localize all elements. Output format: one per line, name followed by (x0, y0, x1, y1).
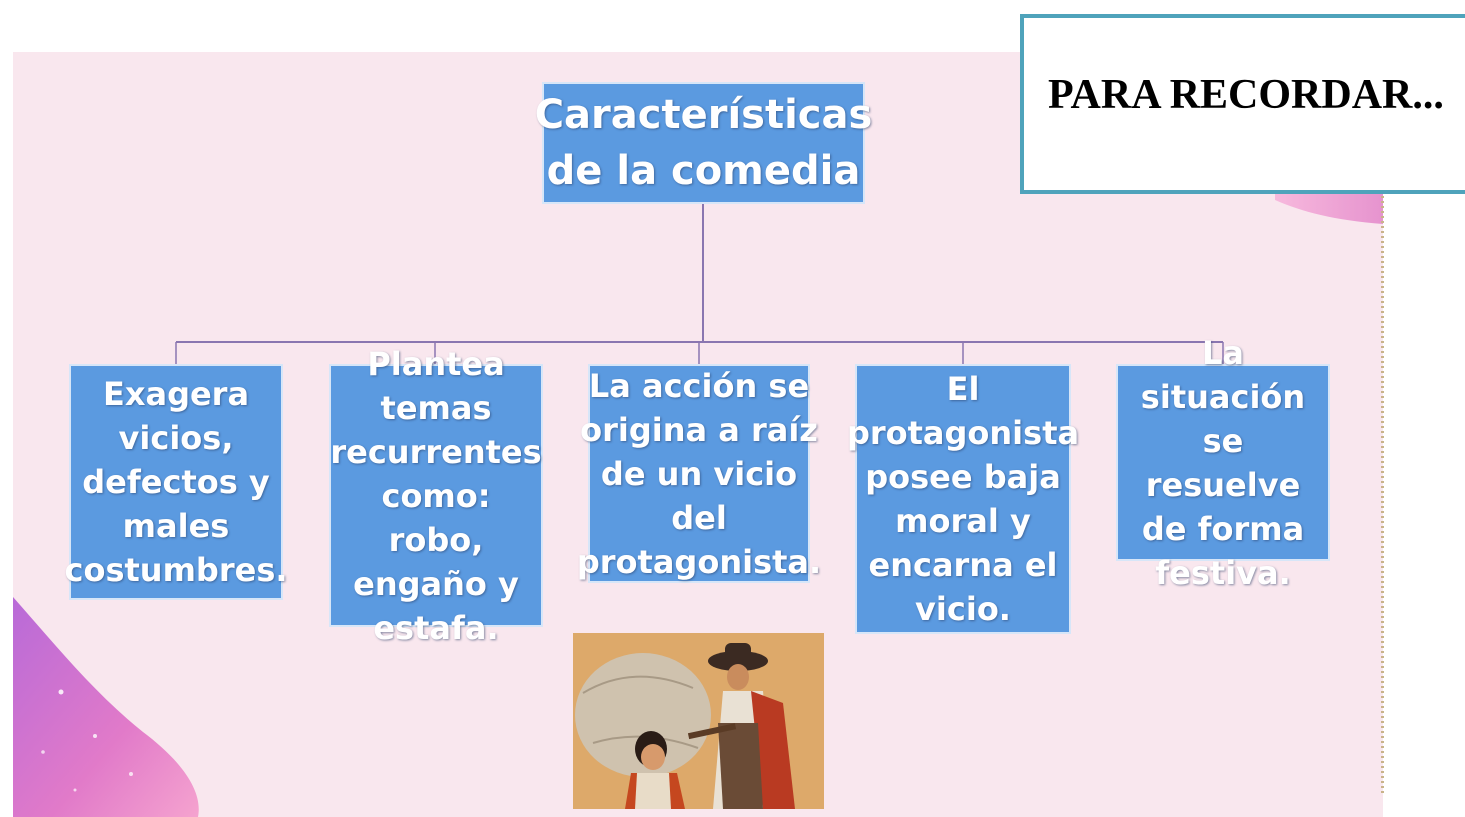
child-node-label: El protagonista posee baja moral y encar… (846, 370, 1080, 628)
child-node-plantea: Plantea temas recurrentes como: robo, en… (329, 345, 543, 647)
root-node-label: Características de la comedia (534, 92, 873, 194)
child-node-accion: La acción se origina a raíz de un vicio … (577, 364, 821, 583)
decorative-blob-left (13, 192, 1383, 817)
child-node-protagonista: El protagonista posee baja moral y encar… (847, 364, 1079, 634)
recordar-title: PARA RECORDAR... (1048, 72, 1444, 118)
child-node-label: La situación se resuelve de forma festiv… (1140, 333, 1306, 592)
child-node-label: Plantea temas recurrentes como: robo, en… (330, 344, 542, 647)
child-node-label: Exagera vicios, defectos y males costumb… (64, 375, 288, 589)
child-node-exagera: Exagera vicios, defectos y males costumb… (65, 364, 288, 600)
child-node-situacion: La situación se resuelve de forma festiv… (1116, 334, 1330, 592)
recordar-callout: PARA RECORDAR... (1020, 14, 1465, 194)
child-node-label: La acción se origina a raíz de un vicio … (576, 366, 822, 581)
tree-connectors (175, 204, 1224, 364)
slide-edge-border (1381, 196, 1384, 796)
comedy-illustration-image (573, 633, 824, 809)
root-node: Características de la comedia (535, 82, 872, 204)
